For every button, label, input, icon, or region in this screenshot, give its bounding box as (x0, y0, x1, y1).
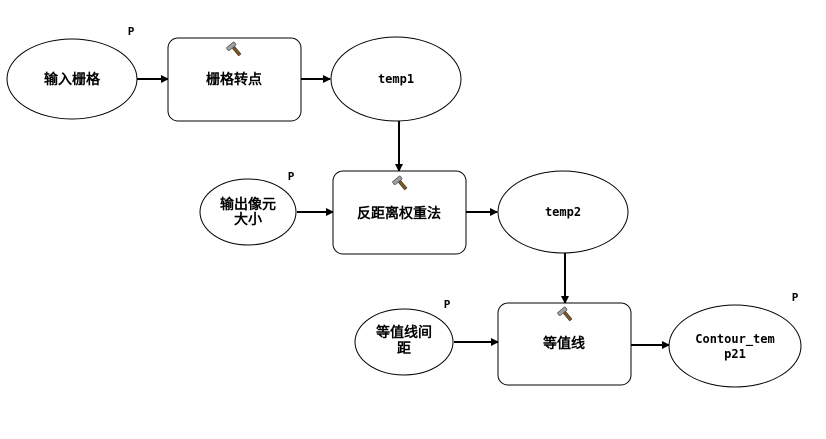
svg-text:反距离权重法: 反距离权重法 (357, 205, 441, 222)
contour-tool[interactable]: 等值线 (497, 302, 632, 386)
input-raster-node[interactable]: 输入栅格 (6, 38, 138, 120)
svg-text:temp1: temp1 (378, 72, 414, 86)
svg-text:p21: p21 (724, 347, 746, 361)
svg-text:输入栅格: 输入栅格 (44, 71, 101, 88)
temp1-node[interactable]: temp1 (330, 36, 462, 122)
output-cell-size-node[interactable]: 输出像元 大小 (199, 178, 297, 246)
contour-output-node[interactable]: Contour_tem p21 (668, 304, 802, 388)
idw-tool[interactable]: 反距离权重法 (332, 170, 467, 255)
parameter-flag: P (792, 291, 799, 304)
parameter-flag: P (128, 25, 135, 38)
svg-text:等值线间: 等值线间 (376, 324, 432, 341)
svg-text:temp2: temp2 (545, 205, 581, 219)
parameter-flag: P (444, 298, 451, 311)
svg-text:输出像元: 输出像元 (220, 196, 276, 213)
svg-text:距: 距 (397, 341, 411, 357)
svg-text:大小: 大小 (234, 211, 262, 228)
svg-text:Contour_tem: Contour_tem (695, 332, 774, 347)
parameter-flag: P (288, 170, 295, 183)
raster-to-point-tool[interactable]: 栅格转点 (167, 37, 302, 122)
temp2-node[interactable]: temp2 (497, 170, 629, 254)
svg-text:栅格转点: 栅格转点 (206, 71, 262, 88)
contour-interval-node[interactable]: 等值线间 距 (354, 308, 454, 376)
svg-text:等值线: 等值线 (543, 335, 585, 352)
